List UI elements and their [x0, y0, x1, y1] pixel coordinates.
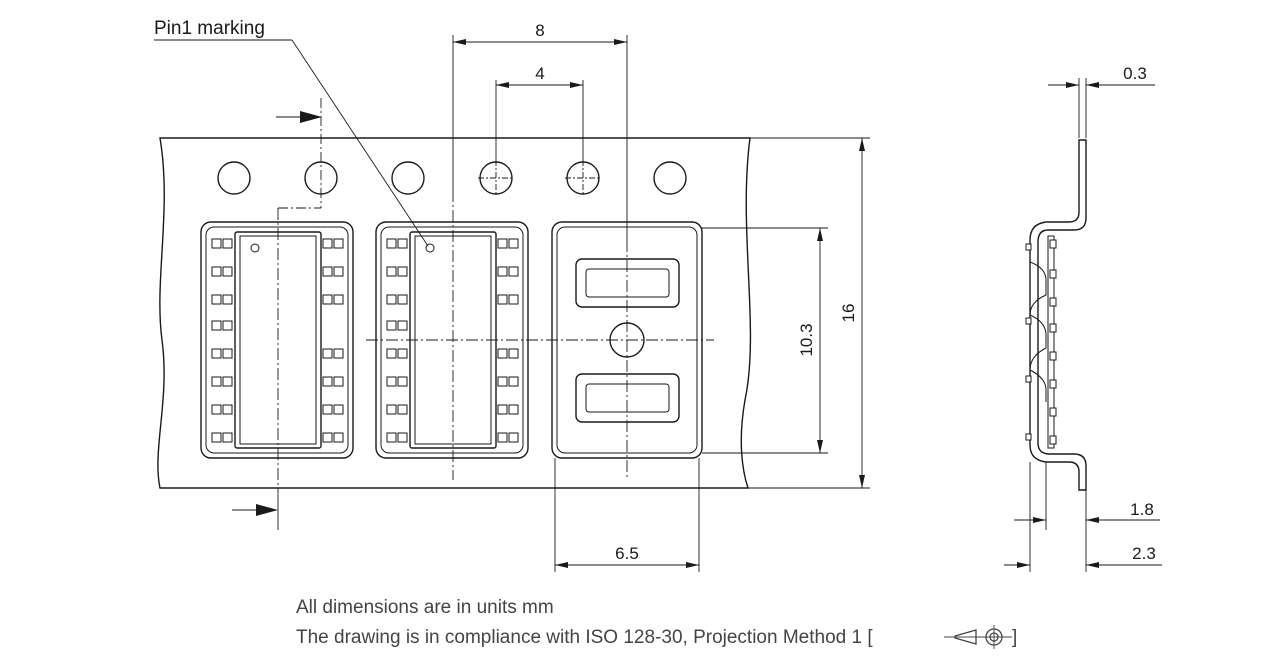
side-section-view — [1025, 139, 1087, 491]
feed-direction-arrows — [232, 111, 322, 530]
dim-hole-pitch-4: 4 — [495, 64, 584, 162]
dim-tape-width-16: 16 — [748, 137, 870, 489]
pin1-marking-label: Pin1 marking — [154, 18, 265, 39]
dim-cavity-width-6-5: 6.5 — [554, 458, 700, 572]
dim-depth-1-8: 1.8 — [1014, 462, 1160, 530]
dim-cavity-length-label: 10.3 — [797, 323, 816, 356]
first-angle-projection-icon — [944, 625, 1012, 649]
dim-thickness-label: 0.3 — [1123, 64, 1147, 83]
hole-center-marks — [478, 160, 601, 196]
dim-pitch-label: 8 — [535, 21, 544, 40]
dim-thickness-0-3: 0.3 — [1048, 64, 1155, 138]
dim-depth-2-3: 2.3 — [1004, 462, 1162, 572]
pin1-callout: Pin1 marking — [154, 18, 429, 247]
dim-cavity-length-10-3: 10.3 — [702, 227, 828, 454]
dim-tape-width-label: 16 — [839, 304, 858, 323]
pocket-1 — [200, 221, 354, 459]
dim-hole-pitch-label: 4 — [535, 64, 544, 83]
dim-depth-inner-label: 1.8 — [1130, 500, 1154, 519]
pin1-marking-dot — [425, 243, 435, 253]
compliance-note-end: ] — [1012, 627, 1017, 648]
dim-pitch-8: 8 — [452, 21, 628, 240]
carrier-tape-outline — [157, 137, 752, 489]
compliance-note: The drawing is in compliance with ISO 12… — [296, 627, 873, 648]
dim-cavity-width-label: 6.5 — [615, 544, 639, 563]
units-note: All dimensions are in units mm — [296, 597, 554, 618]
center-lines — [277, 98, 714, 500]
sprocket-holes — [217, 161, 687, 195]
dim-depth-outer-label: 2.3 — [1132, 544, 1156, 563]
